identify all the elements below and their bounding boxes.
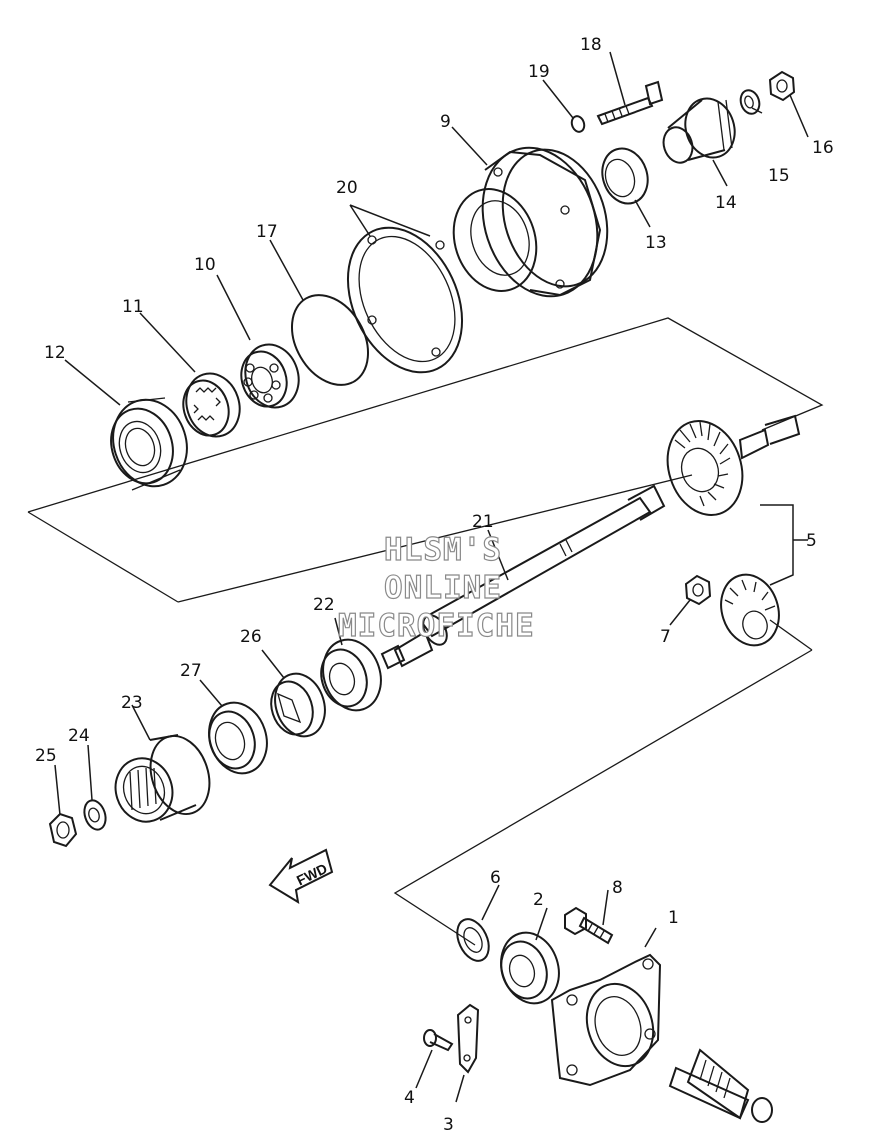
- part-21-drive-shaft[interactable]: [380, 484, 666, 670]
- callout-12: 12: [44, 343, 66, 363]
- part-4-screw[interactable]: [423, 1029, 454, 1052]
- callout-20: 20: [336, 178, 358, 198]
- output-shaft[interactable]: [668, 1048, 773, 1123]
- callout-25: 25: [35, 746, 57, 766]
- watermark-line-1: HLSM'S: [384, 532, 502, 568]
- part-1-bearing-housing[interactable]: [550, 953, 663, 1087]
- callout-5: 5: [806, 531, 817, 551]
- part-25-nut[interactable]: [48, 812, 78, 848]
- callout-4: 4: [404, 1088, 415, 1108]
- callout-9: 9: [440, 112, 451, 132]
- part-8-bolt[interactable]: [564, 906, 614, 945]
- callout-13: 13: [645, 233, 667, 253]
- part-7-nut[interactable]: [684, 574, 712, 606]
- part-26-retainer[interactable]: [265, 667, 333, 743]
- callout-16: 16: [812, 138, 834, 158]
- callout-10: 10: [194, 255, 216, 275]
- watermark-line-2: ONLINE: [384, 570, 502, 606]
- callout-2: 2: [533, 890, 544, 910]
- part-2-bearing[interactable]: [492, 925, 568, 1011]
- callout-21: 21: [472, 512, 494, 532]
- part-20-gasket[interactable]: [326, 209, 484, 391]
- part-9-housing[interactable]: [441, 133, 624, 312]
- part-6-shim[interactable]: [451, 914, 495, 966]
- part-19-washer[interactable]: [570, 115, 586, 134]
- callout-7: 7: [660, 627, 671, 647]
- assembly-outline-lower: [393, 619, 813, 946]
- part-14-yoke[interactable]: [659, 92, 742, 166]
- callout-14: 14: [715, 193, 737, 213]
- callout-27: 27: [180, 661, 202, 681]
- part-15-washer[interactable]: [738, 88, 763, 116]
- part-3-plate[interactable]: [456, 1003, 480, 1074]
- leader-lines: [54, 51, 809, 1103]
- callout-1: 1: [668, 908, 679, 928]
- callout-15: 15: [768, 166, 790, 186]
- callout-numbers: 1 2 3 4 5 6 7 8 9 10 11 12 13 14 15 16 1…: [35, 35, 834, 1135]
- callout-6: 6: [490, 868, 501, 888]
- watermark-line-3: MICROFICHE: [338, 608, 535, 644]
- part-23-coupling[interactable]: [107, 728, 219, 829]
- fwd-direction-arrow: FWD: [268, 848, 334, 904]
- part-27-oil-seal[interactable]: [200, 695, 276, 781]
- part-24-washer[interactable]: [81, 798, 109, 833]
- part-11-coupler[interactable]: [176, 367, 247, 444]
- part-18-bolt[interactable]: [596, 80, 664, 126]
- callout-11: 11: [122, 297, 144, 317]
- callout-18: 18: [580, 35, 602, 55]
- watermark: HLSM'S ONLINE MICROFICHE: [337, 531, 535, 644]
- part-13-oil-seal[interactable]: [595, 143, 654, 210]
- callout-22: 22: [313, 595, 335, 615]
- callout-26: 26: [240, 627, 262, 647]
- callout-19: 19: [528, 62, 550, 82]
- part-10-bearing[interactable]: [234, 338, 306, 415]
- part-5-ring-gear-set[interactable]: [656, 411, 801, 653]
- callout-17: 17: [256, 222, 278, 242]
- callout-24: 24: [68, 726, 90, 746]
- callout-3: 3: [443, 1115, 454, 1135]
- callout-23: 23: [121, 693, 143, 713]
- part-12-bearing[interactable]: [102, 390, 198, 496]
- callout-8: 8: [612, 878, 623, 898]
- part-16-nut[interactable]: [768, 70, 796, 102]
